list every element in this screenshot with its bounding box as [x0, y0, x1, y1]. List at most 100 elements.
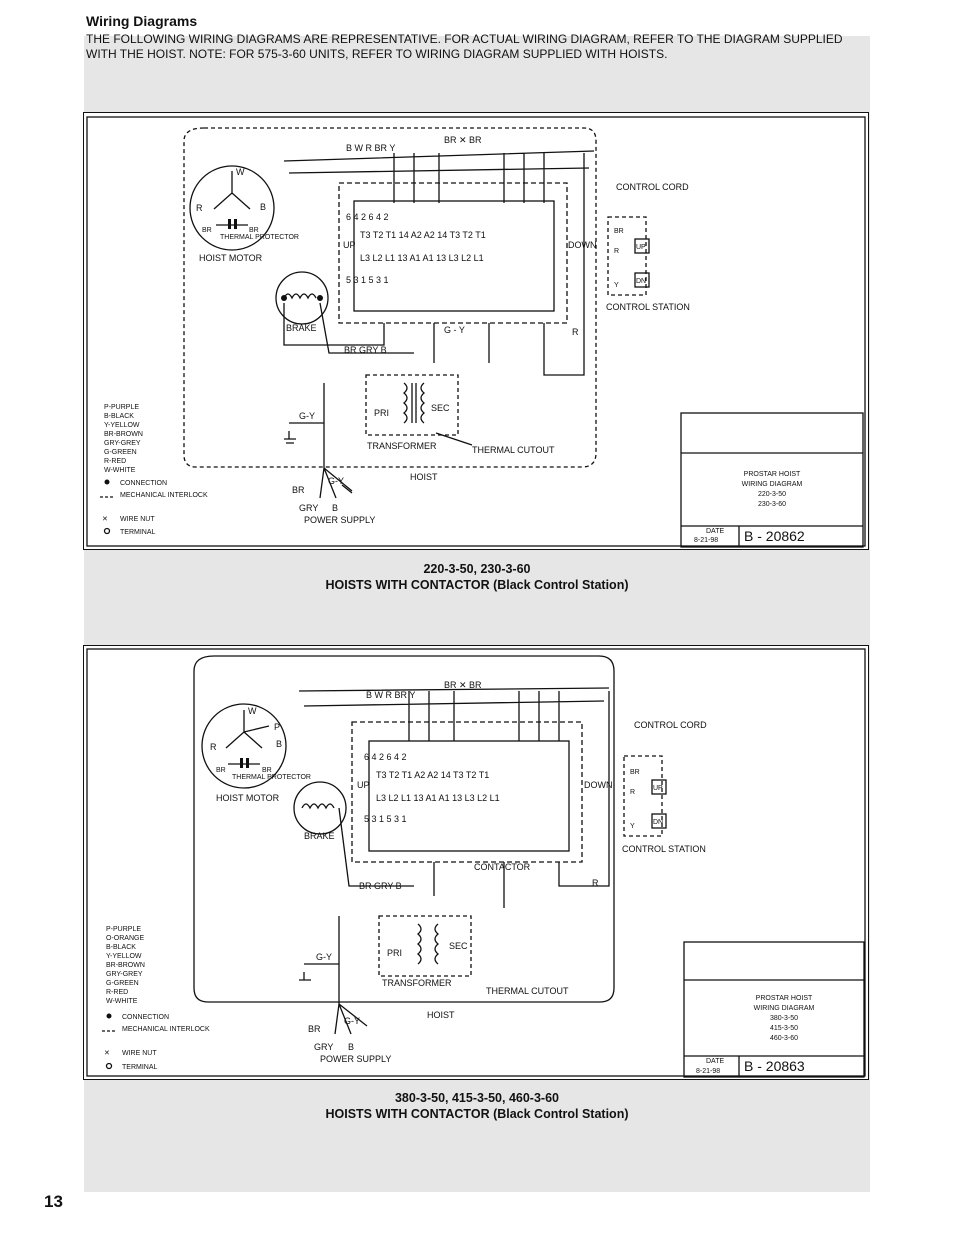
svg-text:GRY-GREY: GRY-GREY [106, 971, 143, 978]
svg-text:P-PURPLE: P-PURPLE [104, 404, 139, 411]
svg-text:BR-BROWN: BR-BROWN [104, 431, 143, 438]
svg-text:B: B [332, 503, 338, 513]
thermal-cutout-label: THERMAL CUTOUT [472, 445, 555, 455]
transformer-label-2: TRANSFORMER [382, 978, 452, 988]
hoist-motor-symbol-2 [201, 703, 287, 789]
svg-text:BR GRY B: BR GRY B [359, 881, 402, 891]
svg-text:BR: BR [262, 767, 272, 774]
svg-text:5 3 1 5 3 1: 5 3 1 5 3 1 [364, 814, 407, 824]
svg-text:B: B [348, 1042, 354, 1052]
svg-text:R-RED: R-RED [106, 989, 128, 996]
drawing-number-1: B - 20862 [744, 528, 805, 544]
symbol-legend-1: CONNECTION MECHANICAL INTERLOCK ✕WIRE NU… [100, 479, 208, 536]
control-station-box-2 [623, 755, 663, 837]
svg-text:R: R [196, 203, 203, 213]
control-station-label: CONTROL STATION [606, 302, 690, 312]
thermal-protector-label-2: THERMAL PROTECTOR [232, 774, 311, 781]
svg-text:P: P [274, 722, 280, 732]
svg-text:B-BLACK: B-BLACK [104, 413, 134, 420]
svg-text:R-RED: R-RED [104, 458, 126, 465]
control-cord-label: CONTROL CORD [616, 182, 689, 192]
intro-text: THE FOLLOWING WIRING DIAGRAMS ARE REPRES… [86, 32, 843, 61]
thermal-cutout-label-2: THERMAL CUTOUT [486, 986, 569, 996]
brake-symbol [275, 271, 329, 325]
svg-text:DATE: DATE [706, 528, 724, 535]
contactor-box [338, 182, 568, 324]
svg-text:B: B [260, 202, 266, 212]
contactor-down-label: DOWN [568, 240, 597, 250]
svg-text:L3 L2 L1 13 A1 A1 13 L3 L2: L3 L2 L1 13 A1 A1 13 L3 L2 L1 [376, 793, 500, 803]
color-legend-2: P-PURPLE O-ORANGE B-BLACK Y-YELLOW BR-BR… [106, 926, 145, 1005]
station-up-label: UP [636, 244, 646, 251]
svg-text:WIRE NUT: WIRE NUT [120, 516, 155, 523]
svg-text:W-WHITE: W-WHITE [104, 467, 136, 474]
svg-text:BR: BR [216, 767, 226, 774]
svg-text:O-ORANGE: O-ORANGE [106, 935, 144, 942]
hoist-motor-label: HOIST MOTOR [199, 253, 263, 263]
svg-text:BR: BR [249, 227, 259, 234]
svg-text:G-GREEN: G-GREEN [104, 449, 137, 456]
station-dn-label: DN [636, 278, 646, 285]
symbol-legend-2: CONNECTION MECHANICAL INTERLOCK ✕WIRE NU… [102, 1013, 210, 1071]
svg-text:R: R [614, 248, 619, 255]
transformer-pri-label-2: PRI [387, 948, 402, 958]
svg-text:GRY-GREY: GRY-GREY [104, 440, 141, 447]
svg-text:BR: BR [292, 485, 305, 495]
svg-text:CONNECTION: CONNECTION [120, 480, 167, 487]
diagram-2-caption: 380-3-50, 415-3-50, 460-3-60 HOISTS WITH… [325, 1091, 629, 1121]
svg-text:✕: ✕ [104, 1050, 110, 1057]
svg-text:WIRING DIAGRAM: WIRING DIAGRAM [754, 1005, 815, 1012]
svg-text:TERMINAL: TERMINAL [120, 529, 156, 536]
svg-text:G-Y: G-Y [299, 411, 315, 421]
svg-text:T3 T2 T1 14 A2 A2 14 T3: T3 T2 T1 14 A2 A2 14 T3 T2 T1 [360, 230, 486, 240]
svg-text:W: W [248, 706, 257, 716]
control-station-label-2: CONTROL STATION [622, 844, 706, 854]
svg-text:5 3 1 5 3 1: 5 3 1 5 3 1 [346, 275, 389, 285]
page-number: 13 [44, 1192, 63, 1211]
brake-label-2: BRAKE [304, 831, 335, 841]
transformer-sec-label-2: SEC [449, 941, 468, 951]
svg-text:380-3-50: 380-3-50 [770, 1015, 798, 1022]
svg-text:B W R BR: B W R BR Y [346, 143, 395, 153]
svg-text:R: R [210, 742, 217, 752]
svg-text:Y-YELLOW: Y-YELLOW [106, 953, 142, 960]
svg-text:BR: BR [308, 1024, 321, 1034]
diagram-1-caption: 220-3-50, 230-3-60 HOISTS WITH CONTACTOR… [325, 562, 629, 592]
transformer-box [365, 374, 459, 436]
contactor-down-label-2: DOWN [584, 780, 613, 790]
svg-text:MECHANICAL INTERLOCK: MECHANICAL INTERLOCK [120, 492, 208, 499]
transformer-sec-label: SEC [431, 403, 450, 413]
svg-text:TERMINAL: TERMINAL [122, 1064, 158, 1071]
svg-text:230-3-60: 230-3-60 [758, 501, 786, 508]
transformer-pri-label: PRI [374, 408, 389, 418]
svg-text:MECHANICAL INTERLOCK: MECHANICAL INTERLOCK [122, 1026, 210, 1033]
svg-text:R: R [592, 878, 599, 888]
svg-text:Y: Y [614, 282, 619, 289]
contactor-up-label-2: UP [357, 780, 370, 790]
svg-text:BR ✕ BR: BR ✕ BR [444, 135, 482, 145]
svg-text:BR-BROWN: BR-BROWN [106, 962, 145, 969]
svg-text:Y: Y [630, 823, 635, 830]
svg-text:R: R [572, 327, 579, 337]
thermal-protector-label: THERMAL PROTECTOR [220, 234, 299, 241]
title-block-2: PROSTAR HOIST WIRING DIAGRAM 380-3-50 41… [683, 941, 865, 1078]
color-legend-1: P-PURPLE B-BLACK Y-YELLOW BR-BROWN GRY-G… [104, 404, 143, 474]
title-block-1: PROSTAR HOIST WIRING DIAGRAM 220-3-50 23… [680, 412, 864, 548]
svg-text:W-WHITE: W-WHITE [106, 998, 138, 1005]
svg-text:W: W [236, 167, 245, 177]
hoist-motor-label-2: HOIST MOTOR [216, 793, 280, 803]
svg-text:Y-YELLOW: Y-YELLOW [104, 422, 140, 429]
hoist-motor-symbol [189, 165, 275, 251]
svg-text:GRY: GRY [314, 1042, 333, 1052]
hoist-label-2: HOIST [427, 1010, 455, 1020]
power-supply-label-2: POWER SUPPLY [320, 1054, 391, 1064]
svg-text:6 4 2 6 4 2: 6 4 2 6 4 2 [346, 212, 389, 222]
svg-text:B W R BR Y: B W R BR Y [366, 690, 415, 700]
svg-text:6 4 2 6 4 2: 6 4 2 6 4 2 [364, 752, 407, 762]
svg-text:B: B [276, 739, 282, 749]
svg-text:G-Y: G-Y [316, 952, 332, 962]
contactor-up-label: UP [343, 240, 356, 250]
